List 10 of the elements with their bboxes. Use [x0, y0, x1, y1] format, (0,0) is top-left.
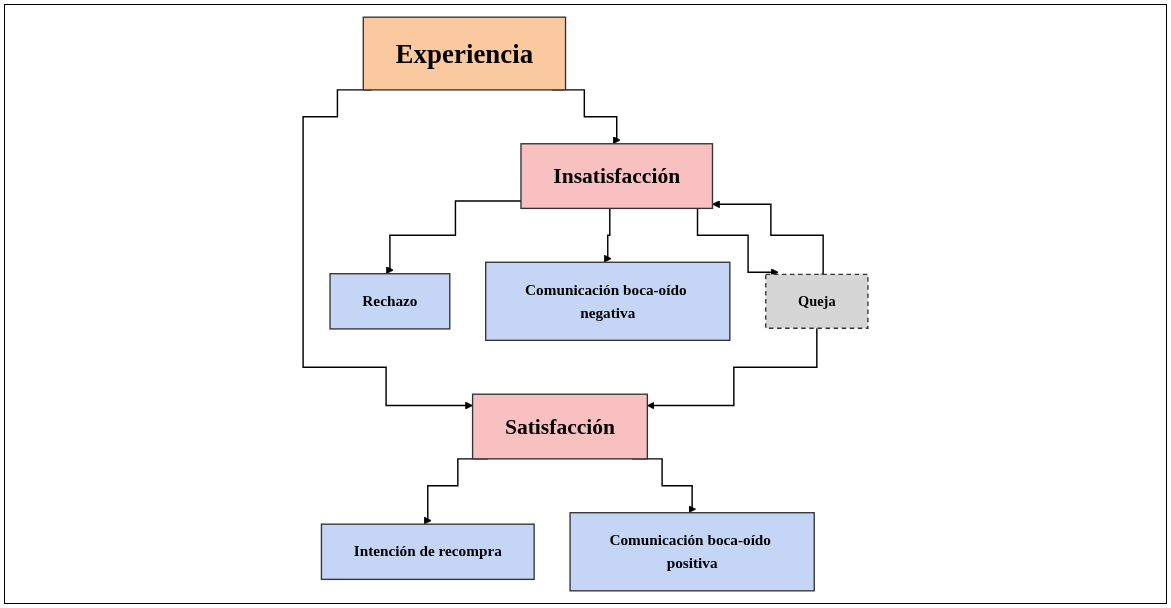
arrow: [712, 200, 824, 276]
node-box: Comunicación boca-oído positiva: [569, 512, 815, 592]
node-box: Intención de recompra: [320, 523, 535, 581]
arrow: [603, 207, 613, 263]
node-box: Comunicación boca-oído negativa: [485, 261, 731, 342]
node-box: Rechazo: [329, 273, 451, 330]
node-box: Experiencia: [362, 16, 567, 91]
node-box: Insatisfacción: [520, 143, 714, 210]
node-box: Queja: [765, 273, 869, 329]
node-box: Satisfacción: [471, 393, 648, 460]
